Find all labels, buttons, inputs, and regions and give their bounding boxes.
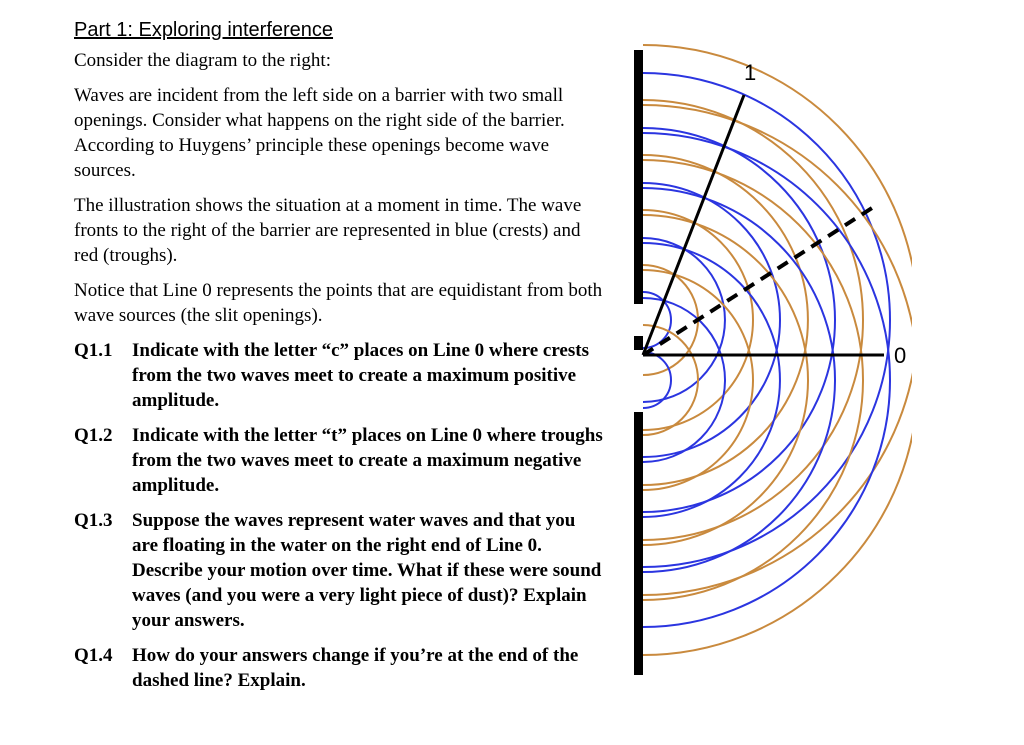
trough-arc xyxy=(642,324,699,436)
question-q1-3: Q1.3 Suppose the waves represent water w… xyxy=(74,508,604,633)
interference-diagram-svg: 1 0 xyxy=(634,44,912,675)
trough-arc xyxy=(642,214,809,546)
document-text: Part 1: Exploring interference Consider … xyxy=(74,18,604,703)
paragraph-illustration: The illustration shows the situation at … xyxy=(74,195,582,266)
line-1-label: 1 xyxy=(744,60,756,85)
paragraph-line0: Notice that Line 0 represents the points… xyxy=(74,280,603,326)
question-text: Indicate with the letter “c” places on L… xyxy=(132,340,589,411)
barrier-middle xyxy=(634,336,643,350)
paragraph-intro: Consider the diagram to the right: xyxy=(74,50,331,71)
trough-arc xyxy=(642,159,864,601)
interference-diagram: 1 0 xyxy=(622,40,912,680)
question-q1-2: Q1.2 Indicate with the letter “t” places… xyxy=(74,423,604,498)
paragraph-huygens: Waves are incident from the left side on… xyxy=(74,85,565,181)
crest-arc xyxy=(642,187,836,573)
question-text: Suppose the waves represent water waves … xyxy=(132,510,602,631)
crest-arc xyxy=(642,242,781,518)
barrier-bottom xyxy=(634,412,643,675)
trough-arc xyxy=(642,269,754,491)
crest-arc xyxy=(642,237,726,403)
question-number: Q1.2 xyxy=(74,425,113,446)
line-1 xyxy=(641,94,746,356)
trough-arc xyxy=(642,104,912,656)
question-q1-4: Q1.4 How do your answers change if you’r… xyxy=(74,643,604,693)
crest-arc xyxy=(642,132,891,628)
trough-arc xyxy=(642,44,912,596)
wave-fronts xyxy=(642,44,912,656)
section-heading: Part 1: Exploring interference xyxy=(74,19,334,41)
crest-arc xyxy=(642,182,781,458)
question-number: Q1.3 xyxy=(74,510,113,531)
crest-arc xyxy=(642,291,672,349)
question-number: Q1.1 xyxy=(74,340,113,361)
crest-arc xyxy=(642,297,726,463)
question-number: Q1.4 xyxy=(74,645,113,666)
question-q1-1: Q1.1 Indicate with the letter “c” places… xyxy=(74,338,604,413)
question-text: Indicate with the letter “t” places on L… xyxy=(132,425,603,496)
line-0-label: 0 xyxy=(894,343,906,368)
dashed-line xyxy=(641,206,874,357)
crest-arc xyxy=(642,72,891,568)
barrier-top xyxy=(634,50,643,304)
crest-arc xyxy=(642,351,672,409)
question-text: How do your answers change if you’re at … xyxy=(132,645,579,691)
